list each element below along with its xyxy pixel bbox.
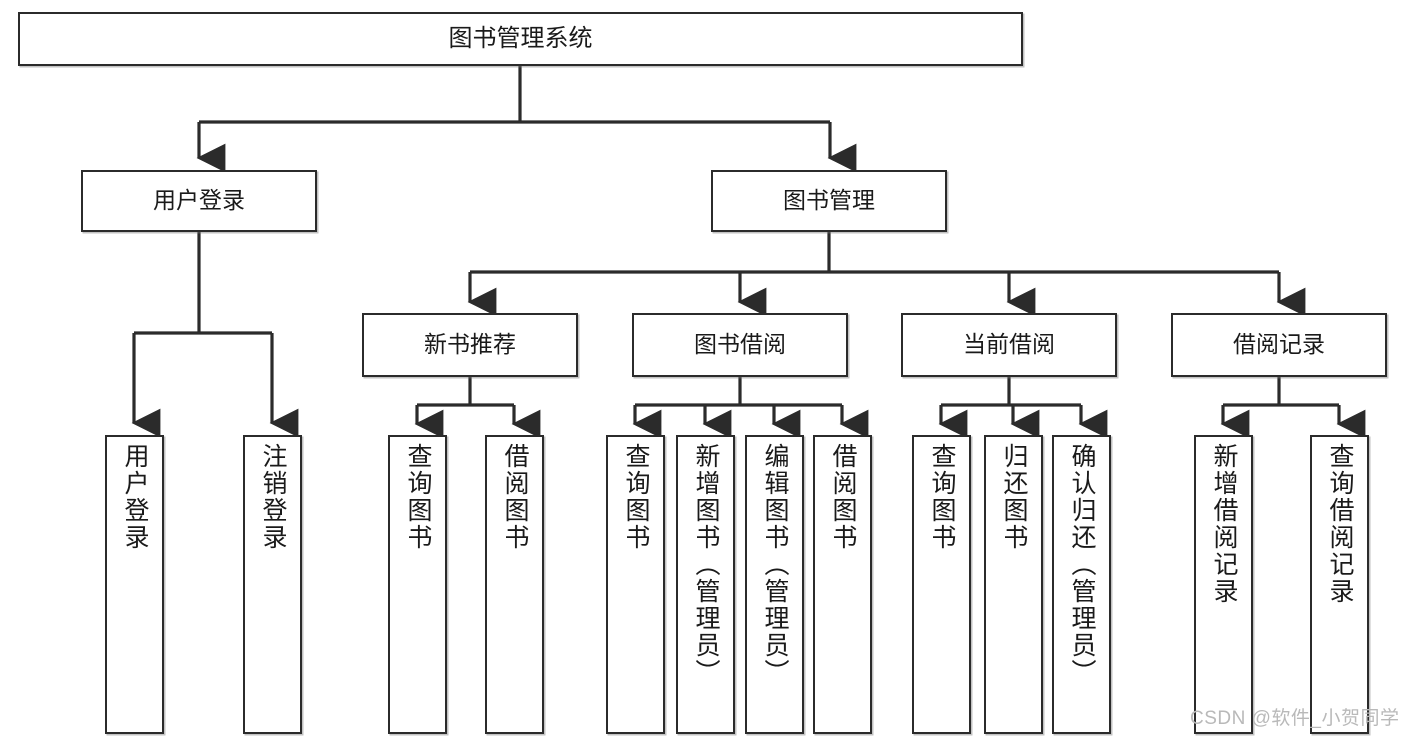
node-leaf-edit-book-admin[interactable]: 编辑图书（管理员） — [745, 435, 804, 734]
node-user-login[interactable]: 用户登录 — [81, 170, 317, 232]
node-borrow-record-label: 借阅记录 — [1233, 331, 1325, 358]
node-new-book-rec-label: 新书推荐 — [424, 331, 516, 358]
node-leaf-query-book-current-label: 查询图书 — [928, 443, 956, 551]
node-leaf-query-borrow-record-label: 查询借阅记录 — [1326, 443, 1354, 605]
node-borrow-record[interactable]: 借阅记录 — [1171, 313, 1387, 377]
node-leaf-confirm-return-admin-label: 确认归还（管理员） — [1068, 443, 1096, 686]
node-leaf-query-book-borrow[interactable]: 查询图书 — [606, 435, 665, 734]
node-leaf-return-book-label: 归还图书 — [1000, 443, 1028, 551]
node-leaf-return-book[interactable]: 归还图书 — [984, 435, 1043, 734]
node-leaf-add-book-admin-label: 新增图书（管理员） — [692, 443, 720, 686]
node-leaf-add-borrow-record[interactable]: 新增借阅记录 — [1194, 435, 1253, 734]
node-root[interactable]: 图书管理系统 — [18, 12, 1023, 66]
node-leaf-edit-book-admin-label: 编辑图书（管理员） — [761, 443, 789, 686]
node-leaf-query-book-rec-label: 查询图书 — [404, 443, 432, 551]
node-new-book-rec[interactable]: 新书推荐 — [362, 313, 578, 377]
node-leaf-logout-login[interactable]: 注销登录 — [243, 435, 302, 734]
node-user-login-label: 用户登录 — [153, 187, 245, 214]
node-leaf-query-book-rec[interactable]: 查询图书 — [388, 435, 447, 734]
node-book-borrow[interactable]: 图书借阅 — [632, 313, 848, 377]
node-leaf-logout-login-label: 注销登录 — [259, 443, 287, 551]
node-leaf-query-borrow-record[interactable]: 查询借阅记录 — [1310, 435, 1369, 734]
node-leaf-borrow-book-label: 借阅图书 — [829, 443, 857, 551]
node-leaf-borrow-book-rec[interactable]: 借阅图书 — [485, 435, 544, 734]
node-current-borrow-label: 当前借阅 — [963, 331, 1055, 358]
node-book-manage[interactable]: 图书管理 — [711, 170, 947, 232]
node-leaf-borrow-book[interactable]: 借阅图书 — [813, 435, 872, 734]
csdn-watermark: CSDN @软件_小贺同学 — [1190, 708, 1400, 729]
node-root-label: 图书管理系统 — [448, 24, 593, 52]
node-leaf-add-borrow-record-label: 新增借阅记录 — [1210, 443, 1238, 605]
node-book-borrow-label: 图书借阅 — [694, 331, 786, 358]
node-leaf-user-login-label: 用户登录 — [121, 443, 149, 551]
node-leaf-add-book-admin[interactable]: 新增图书（管理员） — [676, 435, 735, 734]
node-book-manage-label: 图书管理 — [783, 187, 875, 214]
node-current-borrow[interactable]: 当前借阅 — [901, 313, 1117, 377]
node-leaf-confirm-return-admin[interactable]: 确认归还（管理员） — [1052, 435, 1111, 734]
node-leaf-query-book-current[interactable]: 查询图书 — [912, 435, 971, 734]
node-leaf-query-book-borrow-label: 查询图书 — [622, 443, 650, 551]
node-leaf-borrow-book-rec-label: 借阅图书 — [501, 443, 529, 551]
node-leaf-user-login[interactable]: 用户登录 — [105, 435, 164, 734]
